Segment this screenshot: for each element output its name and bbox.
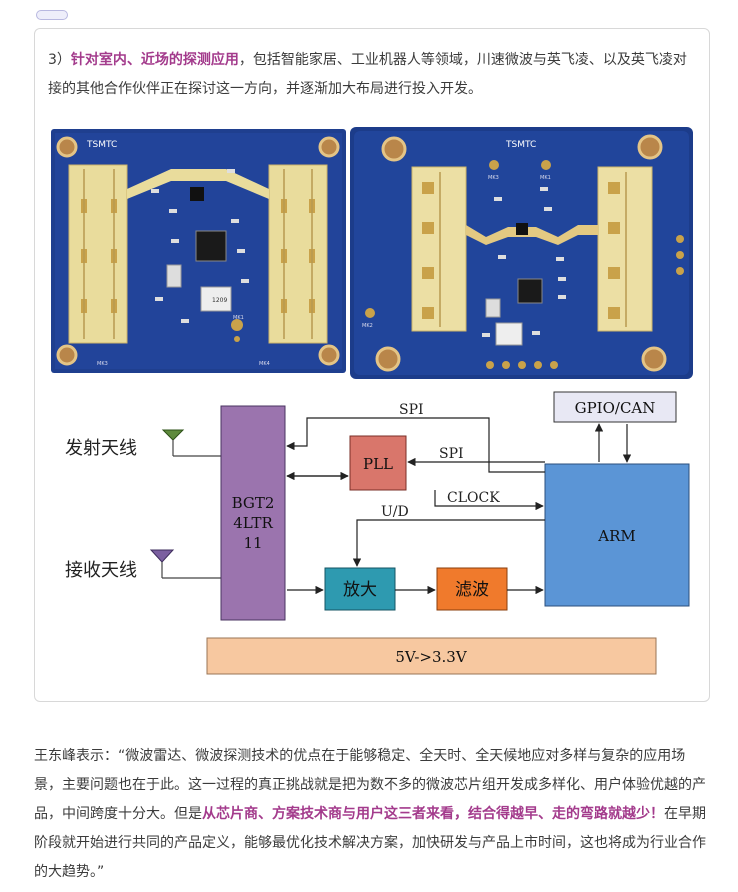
board-left-chip-label: 1209 bbox=[212, 297, 227, 304]
pll-label: PLL bbox=[363, 455, 393, 473]
gpio-can-label: GPIO/CAN bbox=[575, 399, 656, 417]
radar-block-diagram: 发射天线 接收天线 BGT2 4LTR 11 PLL GPIO/CAN ARM … bbox=[65, 391, 690, 675]
power-block bbox=[206, 637, 657, 675]
chip-label-line-2: 4LTR bbox=[233, 514, 273, 532]
rx-antenna-icon bbox=[149, 549, 221, 579]
arm-block bbox=[544, 463, 690, 607]
pll-block bbox=[349, 435, 407, 491]
radar-board-photo-left: TSMTC 1209 MK3 MK4 MK1 bbox=[51, 129, 346, 373]
power-label: 5V->3.3V bbox=[395, 648, 467, 666]
gpio-can-block bbox=[553, 391, 677, 423]
ud-label: U/D bbox=[381, 504, 409, 520]
tx-antenna-icon bbox=[161, 429, 221, 457]
intro-highlight: 针对室内、近场的探测应用 bbox=[70, 52, 239, 68]
arm-label: ARM bbox=[597, 527, 636, 545]
chip-label-line-3: 11 bbox=[243, 534, 262, 552]
bgt24-chip-block bbox=[220, 405, 286, 621]
amplifier-label: 放大 bbox=[343, 580, 377, 600]
board-left-label: TSMTC bbox=[86, 140, 117, 150]
intro-paragraph: 3）针对室内、近场的探测应用，包括智能家居、工业机器人等领域，川速微波与英飞凌、… bbox=[48, 46, 698, 104]
rx-antenna-label: 接收天线 bbox=[65, 560, 137, 581]
quote-part-2: 在早期阶段就开始进行共同的产品定义，能够最优化技术解决方案，加快研发与产品上市时… bbox=[34, 806, 706, 880]
board-left-mark-1: MK3 bbox=[97, 361, 108, 367]
amplifier-block bbox=[324, 567, 396, 611]
board-right-mark-1: MK3 bbox=[488, 175, 499, 181]
filter-label: 滤波 bbox=[455, 580, 489, 600]
tx-antenna-label: 发射天线 bbox=[65, 438, 137, 459]
quote-part-1: 王东峰表示：“微波雷达、微波探测技术的优点在于能够稳定、全天时、全天候地应对多样… bbox=[34, 748, 706, 822]
filter-block bbox=[436, 567, 508, 611]
clock-label: CLOCK bbox=[447, 490, 500, 506]
board-left-mark-3: MK1 bbox=[233, 315, 244, 321]
top-tab[interactable] bbox=[36, 10, 68, 20]
spi-pll-label: SPI bbox=[439, 446, 464, 462]
quote-highlight: 从芯片商、方案技术商与用户这三者来看，结合得越早、走的弯路就越少！ bbox=[202, 806, 664, 822]
intro-prefix: 3） bbox=[48, 52, 71, 68]
intro-rest: ，包括智能家居、工业机器人等领域，川速微波与英飞凌、以及英飞凌对接的其他合作伙伴… bbox=[48, 52, 687, 97]
board-right-mark-2: MK2 bbox=[362, 323, 373, 329]
board-right-mark-3: MK1 bbox=[540, 175, 551, 181]
quote-paragraph: 王东峰表示：“微波雷达、微波探测技术的优点在于能够稳定、全天时、全天候地应对多样… bbox=[34, 742, 708, 887]
spi-top-label: SPI bbox=[399, 402, 424, 418]
board-left-mark-2: MK4 bbox=[259, 361, 270, 367]
chip-label-line-1: BGT2 bbox=[232, 494, 275, 512]
board-right-label: TSMTC bbox=[505, 140, 536, 150]
radar-board-photo-right: TSMTC MK3 MK2 MK1 bbox=[350, 127, 693, 379]
